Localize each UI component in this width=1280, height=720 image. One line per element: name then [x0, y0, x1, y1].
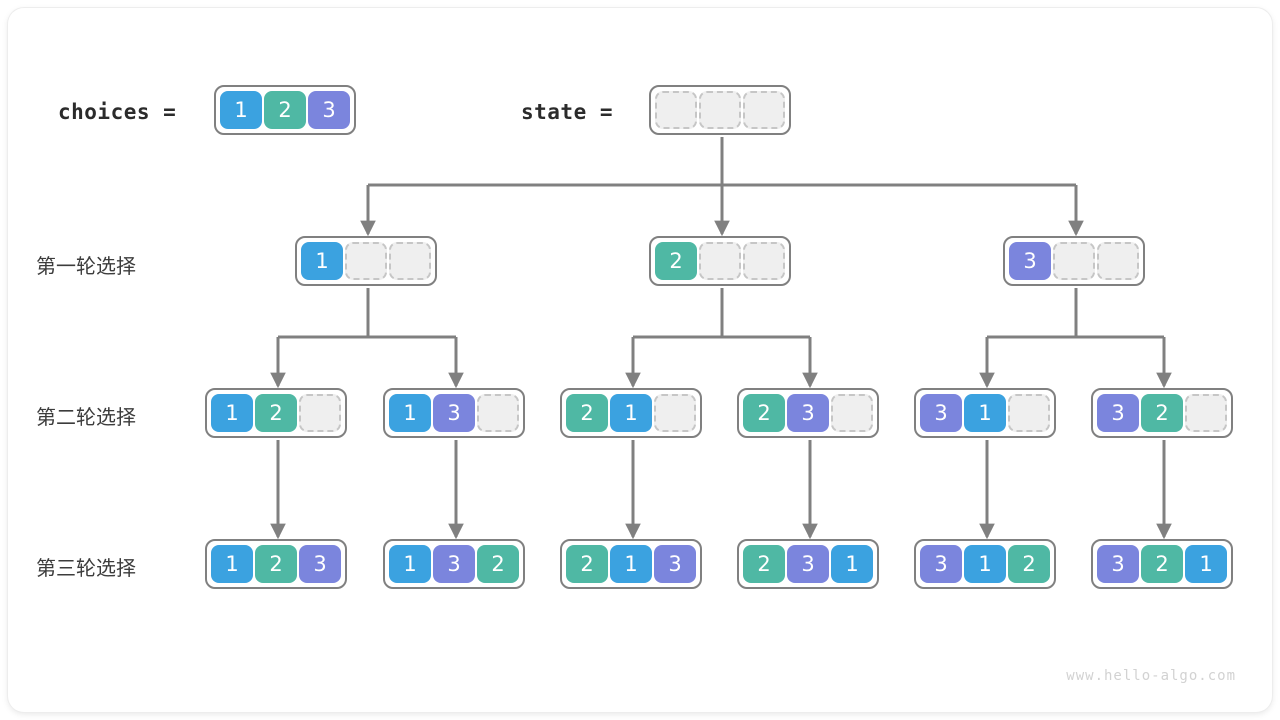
node-r3-1-cell-2: 2	[477, 545, 519, 583]
node-r2-3-cell-0: 2	[743, 394, 785, 432]
node-r2-1-cell-2	[477, 394, 519, 432]
node-r3-4: 3 1 2	[914, 539, 1056, 589]
choices-array: 1 2 3	[214, 85, 356, 135]
node-r3-5-cell-0: 3	[1097, 545, 1139, 583]
node-r3-3-cell-0: 2	[743, 545, 785, 583]
state-cell-2	[743, 91, 785, 129]
node-r2-2-cell-2	[654, 394, 696, 432]
node-r3-5-cell-2: 1	[1185, 545, 1227, 583]
node-r2-0-cell-2	[299, 394, 341, 432]
node-r3-2-cell-2: 3	[654, 545, 696, 583]
node-r2-2-cell-0: 2	[566, 394, 608, 432]
node-r1-1-cell-0: 2	[655, 242, 697, 280]
diagram-card	[8, 8, 1272, 712]
node-r3-5: 3 2 1	[1091, 539, 1233, 589]
node-r3-2: 2 1 3	[560, 539, 702, 589]
node-r1-0-cell-0: 1	[301, 242, 343, 280]
node-r3-2-cell-0: 2	[566, 545, 608, 583]
choices-label: choices =	[58, 100, 177, 124]
node-r3-1-cell-1: 3	[433, 545, 475, 583]
node-r2-1: 1 3	[383, 388, 525, 438]
node-r3-1: 1 3 2	[383, 539, 525, 589]
node-r3-3-cell-2: 1	[831, 545, 873, 583]
state-label: state =	[521, 100, 614, 124]
node-r3-4-cell-0: 3	[920, 545, 962, 583]
node-r2-4-cell-1: 1	[964, 394, 1006, 432]
node-r2-5-cell-1: 2	[1141, 394, 1183, 432]
watermark: www.hello-algo.com	[1066, 668, 1236, 684]
node-r2-1-cell-0: 1	[389, 394, 431, 432]
node-r2-5-cell-2	[1185, 394, 1227, 432]
node-r2-3-cell-2	[831, 394, 873, 432]
node-r3-0: 1 2 3	[205, 539, 347, 589]
node-r3-0-cell-0: 1	[211, 545, 253, 583]
choices-cell-2: 3	[308, 91, 350, 129]
node-r2-0-cell-0: 1	[211, 394, 253, 432]
node-r2-2-cell-1: 1	[610, 394, 652, 432]
row-label-round-2: 第二轮选择	[36, 405, 136, 429]
node-r1-2: 3	[1003, 236, 1145, 286]
node-r1-1-cell-2	[743, 242, 785, 280]
node-r2-1-cell-1: 3	[433, 394, 475, 432]
state-array	[649, 85, 791, 135]
node-r1-0-cell-1	[345, 242, 387, 280]
node-r2-4: 3 1	[914, 388, 1056, 438]
choices-cell-1: 2	[264, 91, 306, 129]
node-r3-4-cell-2: 2	[1008, 545, 1050, 583]
node-r1-2-cell-2	[1097, 242, 1139, 280]
node-r2-5-cell-0: 3	[1097, 394, 1139, 432]
choices-cell-0: 1	[220, 91, 262, 129]
node-r2-0: 1 2	[205, 388, 347, 438]
node-r2-0-cell-1: 2	[255, 394, 297, 432]
row-label-round-3: 第三轮选择	[36, 556, 136, 580]
node-r1-2-cell-1	[1053, 242, 1095, 280]
node-r2-3-cell-1: 3	[787, 394, 829, 432]
node-r3-3: 2 3 1	[737, 539, 879, 589]
node-r3-5-cell-1: 2	[1141, 545, 1183, 583]
node-r3-3-cell-1: 3	[787, 545, 829, 583]
node-r3-0-cell-1: 2	[255, 545, 297, 583]
node-r3-0-cell-2: 3	[299, 545, 341, 583]
node-r2-4-cell-2	[1008, 394, 1050, 432]
node-r1-2-cell-0: 3	[1009, 242, 1051, 280]
node-r3-4-cell-1: 1	[964, 545, 1006, 583]
node-r3-1-cell-0: 1	[389, 545, 431, 583]
node-r1-0-cell-2	[389, 242, 431, 280]
state-cell-1	[699, 91, 741, 129]
node-r2-4-cell-0: 3	[920, 394, 962, 432]
node-r2-3: 2 3	[737, 388, 879, 438]
node-r1-0: 1	[295, 236, 437, 286]
node-r2-2: 2 1	[560, 388, 702, 438]
node-r1-1: 2	[649, 236, 791, 286]
row-label-round-1: 第一轮选择	[36, 254, 136, 278]
node-r2-5: 3 2	[1091, 388, 1233, 438]
node-r1-1-cell-1	[699, 242, 741, 280]
node-r3-2-cell-1: 1	[610, 545, 652, 583]
state-cell-0	[655, 91, 697, 129]
